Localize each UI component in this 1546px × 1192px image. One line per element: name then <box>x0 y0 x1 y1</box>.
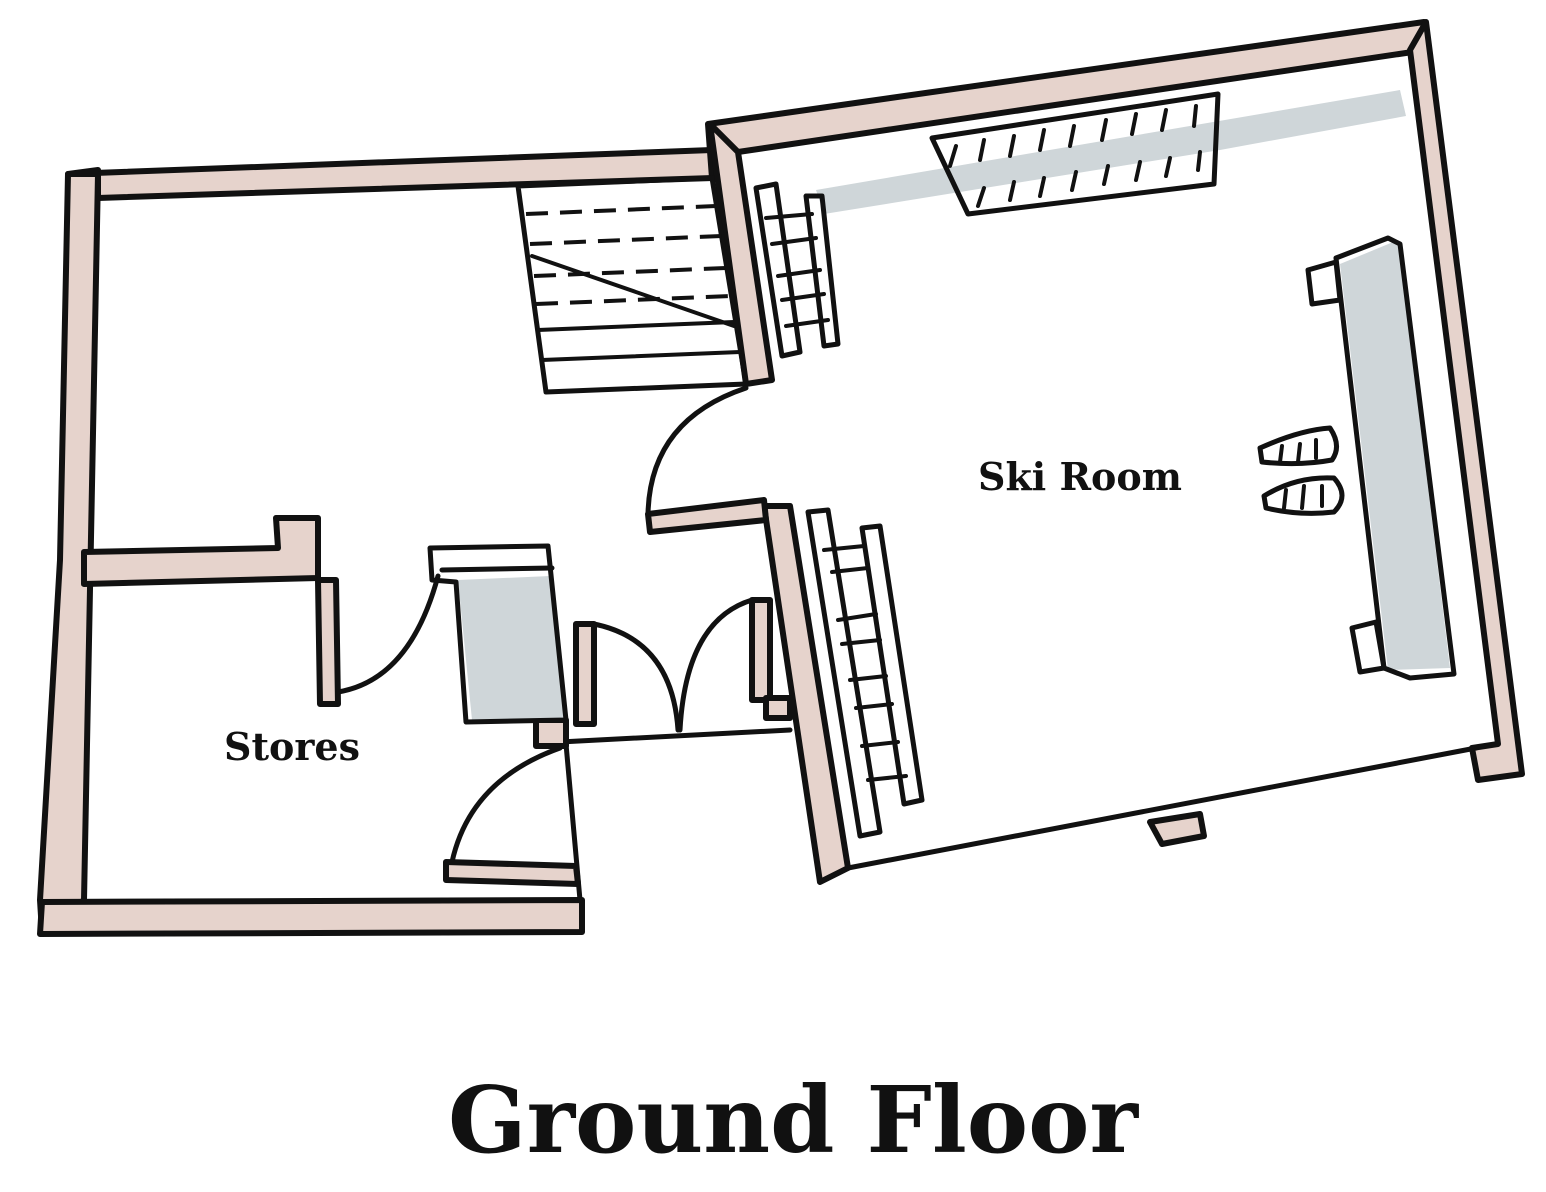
left-bottom-wall <box>37 897 585 937</box>
stairs-outline <box>515 175 749 395</box>
boots-icon <box>1257 425 1345 516</box>
boot-left-icon <box>1257 425 1339 467</box>
stores-top-wall <box>81 515 321 587</box>
staircase <box>515 175 749 395</box>
double-door-left-leaf <box>573 621 597 727</box>
ski-room-top-shade <box>816 90 1406 214</box>
ski-bottom-wall <box>845 745 1479 871</box>
bench-end-top <box>1305 259 1343 307</box>
boot-right-icon <box>1261 475 1345 516</box>
double-door-right-swing <box>677 597 755 733</box>
stores-label: Stores <box>224 724 360 769</box>
bench-end-bottom <box>1349 619 1387 675</box>
doors <box>335 385 793 903</box>
double-door-left-swing <box>591 621 681 733</box>
ski-right-wall <box>1407 19 1525 783</box>
stair-step <box>533 266 727 278</box>
ski-rack-lower-frame <box>805 507 883 839</box>
stair-step <box>535 294 731 306</box>
ski-room-walls <box>645 19 1525 885</box>
boot-rack-outline <box>929 91 1221 217</box>
stair-cut-line <box>530 254 736 328</box>
lower-door-swing <box>449 745 563 865</box>
stair-step <box>536 320 736 332</box>
bench-shade <box>1340 240 1450 670</box>
bench <box>1305 235 1457 681</box>
corridor-bottom-line <box>557 727 793 745</box>
cupboard-top-edge <box>439 565 555 573</box>
lower-door-post <box>533 717 569 749</box>
left-wing-walls <box>37 147 716 937</box>
stair-step <box>540 350 742 362</box>
ski-room-label: Ski Room <box>978 454 1182 499</box>
ski-rack-lower <box>805 507 925 839</box>
page-title: Ground Floor <box>448 1066 1140 1174</box>
cupboard-outline <box>427 543 569 725</box>
ski-bottom-notch <box>1147 811 1207 847</box>
ski-rack-lower-frame-2 <box>859 523 925 807</box>
corridor-jamb <box>763 695 793 721</box>
stair-step <box>529 234 723 246</box>
cupboard <box>427 543 569 725</box>
ski-boot-rack <box>816 90 1406 217</box>
cupboard-shade <box>458 576 566 720</box>
ski-rack-upper <box>753 181 841 359</box>
stores-door-swing <box>335 573 441 695</box>
lower-door-jamb <box>563 741 583 903</box>
ski-rack-upper-frame <box>753 181 803 359</box>
left-top-wall <box>65 147 716 201</box>
ski-room-door-swing <box>645 385 749 517</box>
double-door-right-leaf <box>749 597 773 703</box>
stores-door-jamb <box>315 577 341 707</box>
lower-door-leaf <box>443 859 581 887</box>
boot-pegs <box>948 104 1202 208</box>
ski-door-stub <box>645 497 769 535</box>
stair-step <box>525 204 717 216</box>
